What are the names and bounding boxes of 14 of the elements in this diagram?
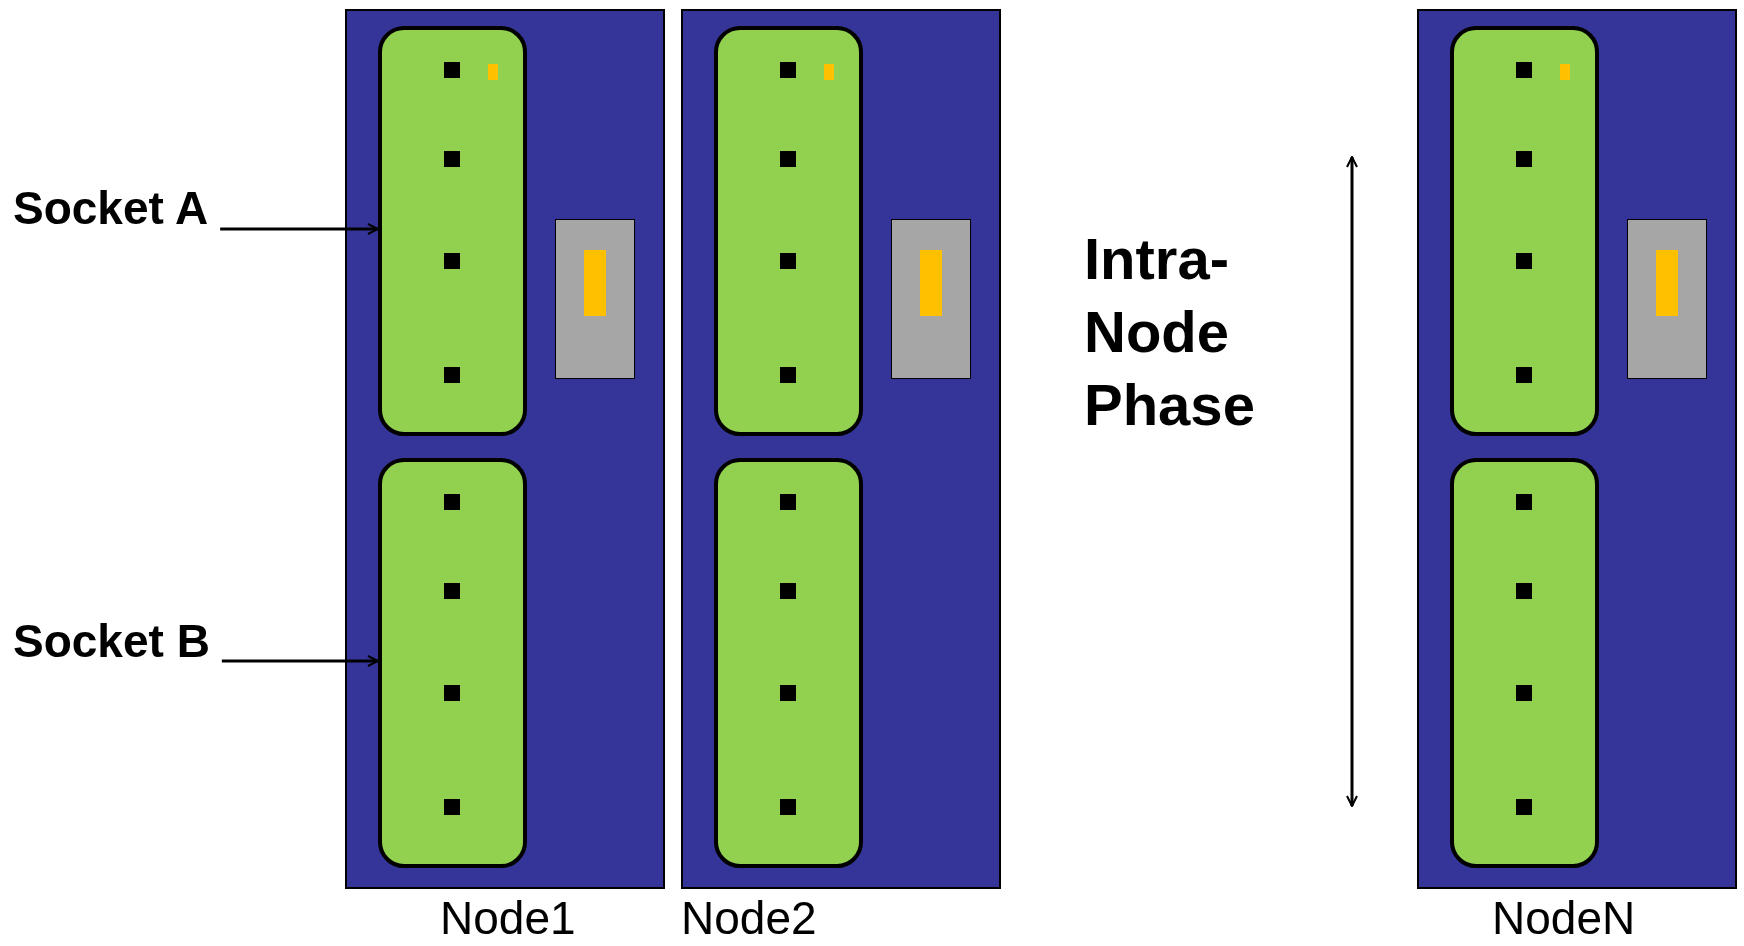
node-label: Node1 bbox=[440, 893, 576, 944]
phase-label: Intra-Node Phase bbox=[1084, 225, 1256, 439]
arrow bbox=[221, 655, 379, 667]
cpu-socket bbox=[714, 26, 863, 436]
cpu-socket bbox=[378, 458, 527, 868]
cpu-socket bbox=[378, 26, 527, 436]
socket-label: Socket B bbox=[13, 618, 210, 664]
socket-label: Socket A bbox=[13, 185, 209, 231]
cpu-socket bbox=[714, 458, 863, 868]
node-label: Node2 bbox=[681, 893, 817, 944]
arrow bbox=[220, 223, 379, 235]
node-label: NodeN bbox=[1492, 893, 1636, 944]
cpu-socket bbox=[1450, 458, 1599, 868]
cpu-socket bbox=[1450, 26, 1599, 436]
